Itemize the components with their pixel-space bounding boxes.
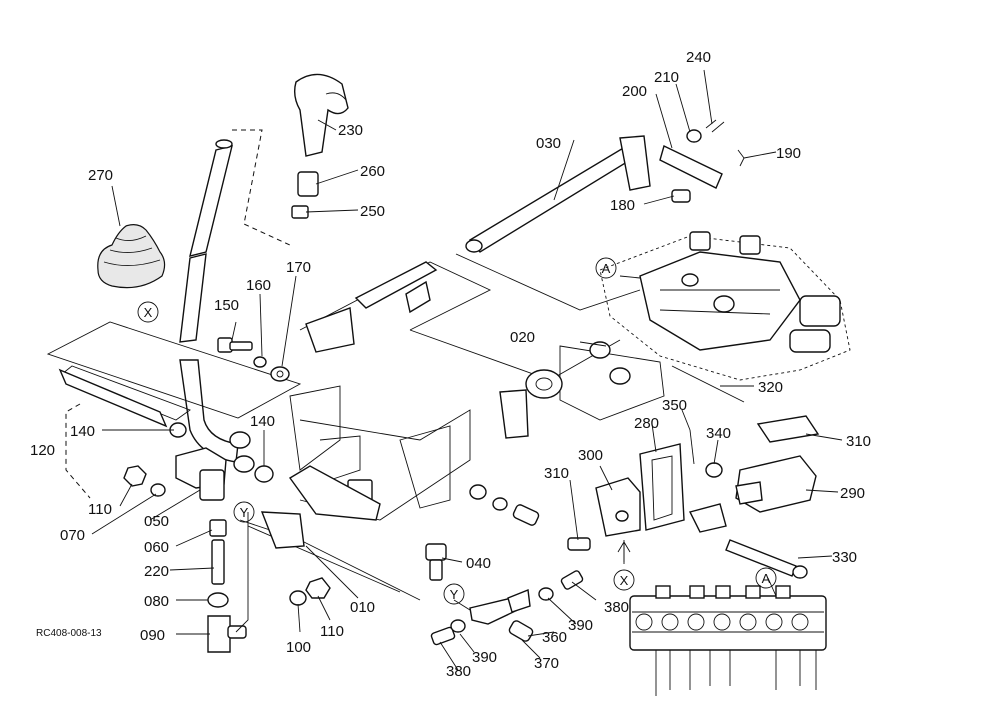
part-label: 350 bbox=[662, 397, 687, 414]
callout-marker-y-left: Y bbox=[233, 501, 255, 523]
part-label: 380 bbox=[604, 599, 629, 616]
part-label: 110 bbox=[88, 501, 112, 518]
control-valve-upper bbox=[599, 231, 851, 381]
rod-column bbox=[207, 519, 247, 653]
part-label: 360 bbox=[542, 629, 567, 646]
part-label: 110 bbox=[320, 623, 344, 640]
part-label: 290 bbox=[840, 485, 865, 502]
control-valve-lower bbox=[629, 585, 827, 696]
bolt-040 bbox=[425, 543, 447, 581]
part-label: 260 bbox=[360, 163, 385, 180]
pedal-290 bbox=[735, 415, 820, 513]
lever-bracket bbox=[175, 431, 255, 501]
part-label: 310 bbox=[544, 465, 569, 482]
part-label: 010 bbox=[350, 599, 375, 616]
part-label: 370 bbox=[534, 655, 559, 672]
part-label: 200 bbox=[622, 83, 647, 100]
part-label: 030 bbox=[536, 135, 561, 152]
part-label: 060 bbox=[144, 539, 169, 556]
part-label: 220 bbox=[144, 563, 169, 580]
part-label: 210 bbox=[654, 69, 679, 86]
part-label: 240 bbox=[686, 49, 711, 66]
part-label: 100 bbox=[286, 639, 311, 656]
lever-bracket-280 bbox=[567, 443, 685, 551]
nuts-left bbox=[123, 465, 166, 497]
knob-nut bbox=[291, 205, 309, 219]
part-label: 230 bbox=[338, 122, 363, 139]
rod-030 bbox=[465, 135, 651, 253]
part-label: 050 bbox=[144, 513, 169, 530]
part-label: 070 bbox=[60, 527, 85, 544]
plate-200 bbox=[659, 119, 745, 203]
second-lever bbox=[260, 465, 381, 549]
svg-text:X: X bbox=[620, 573, 629, 588]
part-label: 270 bbox=[88, 167, 113, 184]
svg-text:Y: Y bbox=[450, 587, 459, 602]
pin-set bbox=[469, 484, 540, 526]
lever-boot bbox=[97, 224, 166, 289]
part-label: 140 bbox=[70, 423, 95, 440]
part-label: 340 bbox=[706, 425, 731, 442]
part-label: 150 bbox=[214, 297, 239, 314]
part-label: 190 bbox=[776, 145, 801, 162]
svg-text:A: A bbox=[602, 261, 611, 276]
callout-marker-a-top: A bbox=[595, 257, 617, 279]
callout-marker-x-left: X bbox=[137, 301, 159, 323]
part-labels: 230 260 250 270 150 160 170 140 120 140 … bbox=[30, 49, 871, 680]
part-label: 170 bbox=[286, 259, 311, 276]
part-label: 280 bbox=[634, 415, 659, 432]
bolt-150 bbox=[217, 337, 290, 382]
part-label: 250 bbox=[360, 203, 385, 220]
svg-text:A: A bbox=[762, 571, 771, 586]
part-label: 300 bbox=[578, 447, 603, 464]
part-label: 330 bbox=[832, 549, 857, 566]
part-label: 120 bbox=[30, 442, 55, 459]
svg-text:X: X bbox=[144, 305, 153, 320]
part-label: 310 bbox=[846, 433, 871, 450]
part-label: 140 bbox=[250, 413, 275, 430]
part-label: 390 bbox=[568, 617, 593, 634]
pivot-330 bbox=[688, 503, 808, 579]
nuts-center bbox=[254, 465, 331, 606]
linkage-frame bbox=[299, 253, 641, 439]
knob-sleeve bbox=[297, 171, 319, 197]
part-label: 080 bbox=[144, 593, 169, 610]
part-label: 180 bbox=[610, 197, 635, 214]
part-label: 380 bbox=[446, 663, 471, 680]
part-label: 090 bbox=[140, 627, 165, 644]
bracket-y bbox=[430, 570, 584, 646]
leader-lines bbox=[91, 69, 843, 671]
callout-marker-x-bottom: X bbox=[613, 541, 635, 591]
reference-code: RC408-008-13 bbox=[36, 628, 102, 639]
part-label: 320 bbox=[758, 379, 783, 396]
support-bracket bbox=[525, 341, 745, 421]
part-label: 020 bbox=[510, 329, 535, 346]
part-label: 040 bbox=[466, 555, 491, 572]
callout-marker-y-bottom: Y bbox=[443, 583, 465, 605]
shift-knob bbox=[293, 73, 349, 157]
svg-text:Y: Y bbox=[240, 505, 249, 520]
part-label: 160 bbox=[246, 277, 271, 294]
base-plate bbox=[46, 321, 302, 499]
part-label: 390 bbox=[472, 649, 497, 666]
callout-marker-a-bottom: A bbox=[755, 567, 777, 589]
callout-markers: X Y A Y X A bbox=[137, 257, 777, 605]
